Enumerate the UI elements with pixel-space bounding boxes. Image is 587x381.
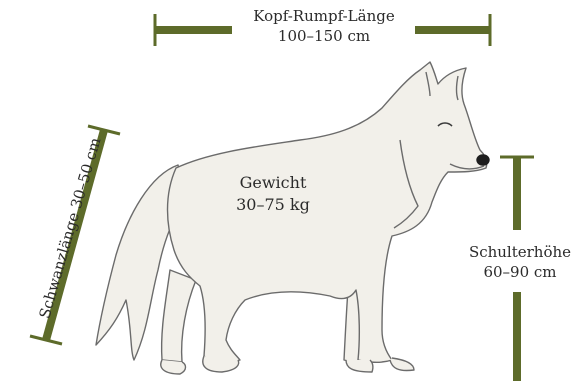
shoulder-height-title: Schulterhöhe: [462, 242, 578, 262]
head-body-length-label: Kopf-Rumpf-Länge 100–150 cm: [233, 6, 415, 46]
shoulder-height-value: 60–90 cm: [462, 262, 578, 282]
weight-title: Gewicht: [218, 172, 328, 194]
shoulder-height-label: Schulterhöhe 60–90 cm: [462, 242, 578, 282]
wolf-front-paw: [346, 360, 373, 372]
wolf-back-far-leg: [162, 270, 196, 362]
head-body-length-title: Kopf-Rumpf-Länge: [233, 6, 415, 26]
wolf-far-back-paw: [161, 360, 186, 374]
weight-value: 30–75 kg: [218, 194, 328, 216]
weight-label: Gewicht 30–75 kg: [218, 172, 328, 216]
head-body-length-value: 100–150 cm: [233, 26, 415, 46]
wolf-illustration: [96, 62, 489, 374]
wolf-nose: [477, 155, 489, 165]
wolf-near-front-paw: [390, 358, 414, 371]
